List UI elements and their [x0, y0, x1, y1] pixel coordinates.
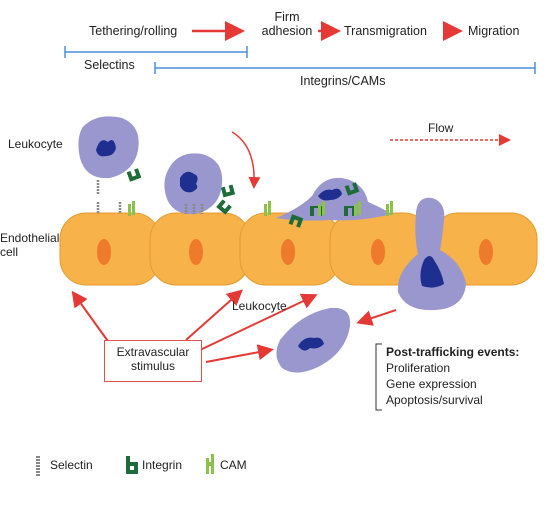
post-trafficking-events: Post-trafficking events: Proliferation G…	[386, 344, 519, 408]
flow-label: Flow	[428, 121, 454, 135]
post-events-heading: Post-trafficking events:	[386, 345, 520, 359]
leukocyte-transmigrating	[397, 197, 466, 311]
integrins-range-label: Integrins/CAMs	[300, 74, 386, 88]
post-event-item: Apoptosis/survival	[386, 393, 483, 407]
selectins-range-bar	[64, 46, 248, 58]
integrin-molecules	[126, 168, 360, 228]
legend-integrin-label: Integrin	[142, 458, 183, 472]
stimulus-label-line1: Extravascular	[116, 345, 190, 359]
post-event-item: Gene expression	[386, 377, 477, 391]
legend-integrin-icon	[126, 456, 138, 474]
selectin-molecules	[96, 180, 204, 214]
post-events-bracket	[375, 343, 382, 411]
legend-cam-label: CAM	[220, 458, 247, 472]
stage-transmigration-label: Transmigration	[344, 24, 427, 38]
stage-migration-label: Migration	[468, 24, 520, 38]
legend-selectin-label: Selectin	[50, 458, 93, 472]
leukocyte-tethering	[78, 116, 139, 179]
endothelial-nuclei	[97, 239, 493, 265]
endothelial-label-line2: cell	[0, 245, 19, 259]
leukocyte-adherent	[276, 177, 392, 221]
leukocyte-migrating	[276, 307, 351, 373]
leukocyte-bottom-label: Leukocyte	[232, 299, 287, 313]
stimulus-arrows	[71, 289, 397, 363]
post-event-item: Proliferation	[386, 361, 451, 375]
leukocyte-rolling	[164, 153, 223, 215]
rolling-curved-arrow	[231, 131, 261, 189]
legend-cam-icon	[206, 454, 214, 474]
leukocyte-top-label: Leukocyte	[8, 137, 63, 151]
stage-tethering-label: Tethering/rolling	[89, 24, 178, 38]
extravascular-stimulus-box: Extravascular stimulus	[104, 340, 202, 382]
cam-molecules	[128, 201, 393, 216]
selectins-range-label: Selectins	[84, 58, 135, 72]
endothelial-label-line1: Endothelial	[0, 231, 60, 245]
stimulus-label-line2: stimulus	[130, 359, 175, 373]
stage-firm-label-line2: adhesion	[261, 24, 313, 38]
integrins-range-bar	[154, 62, 536, 74]
stage-firm-label-line1: Firm	[274, 10, 300, 24]
